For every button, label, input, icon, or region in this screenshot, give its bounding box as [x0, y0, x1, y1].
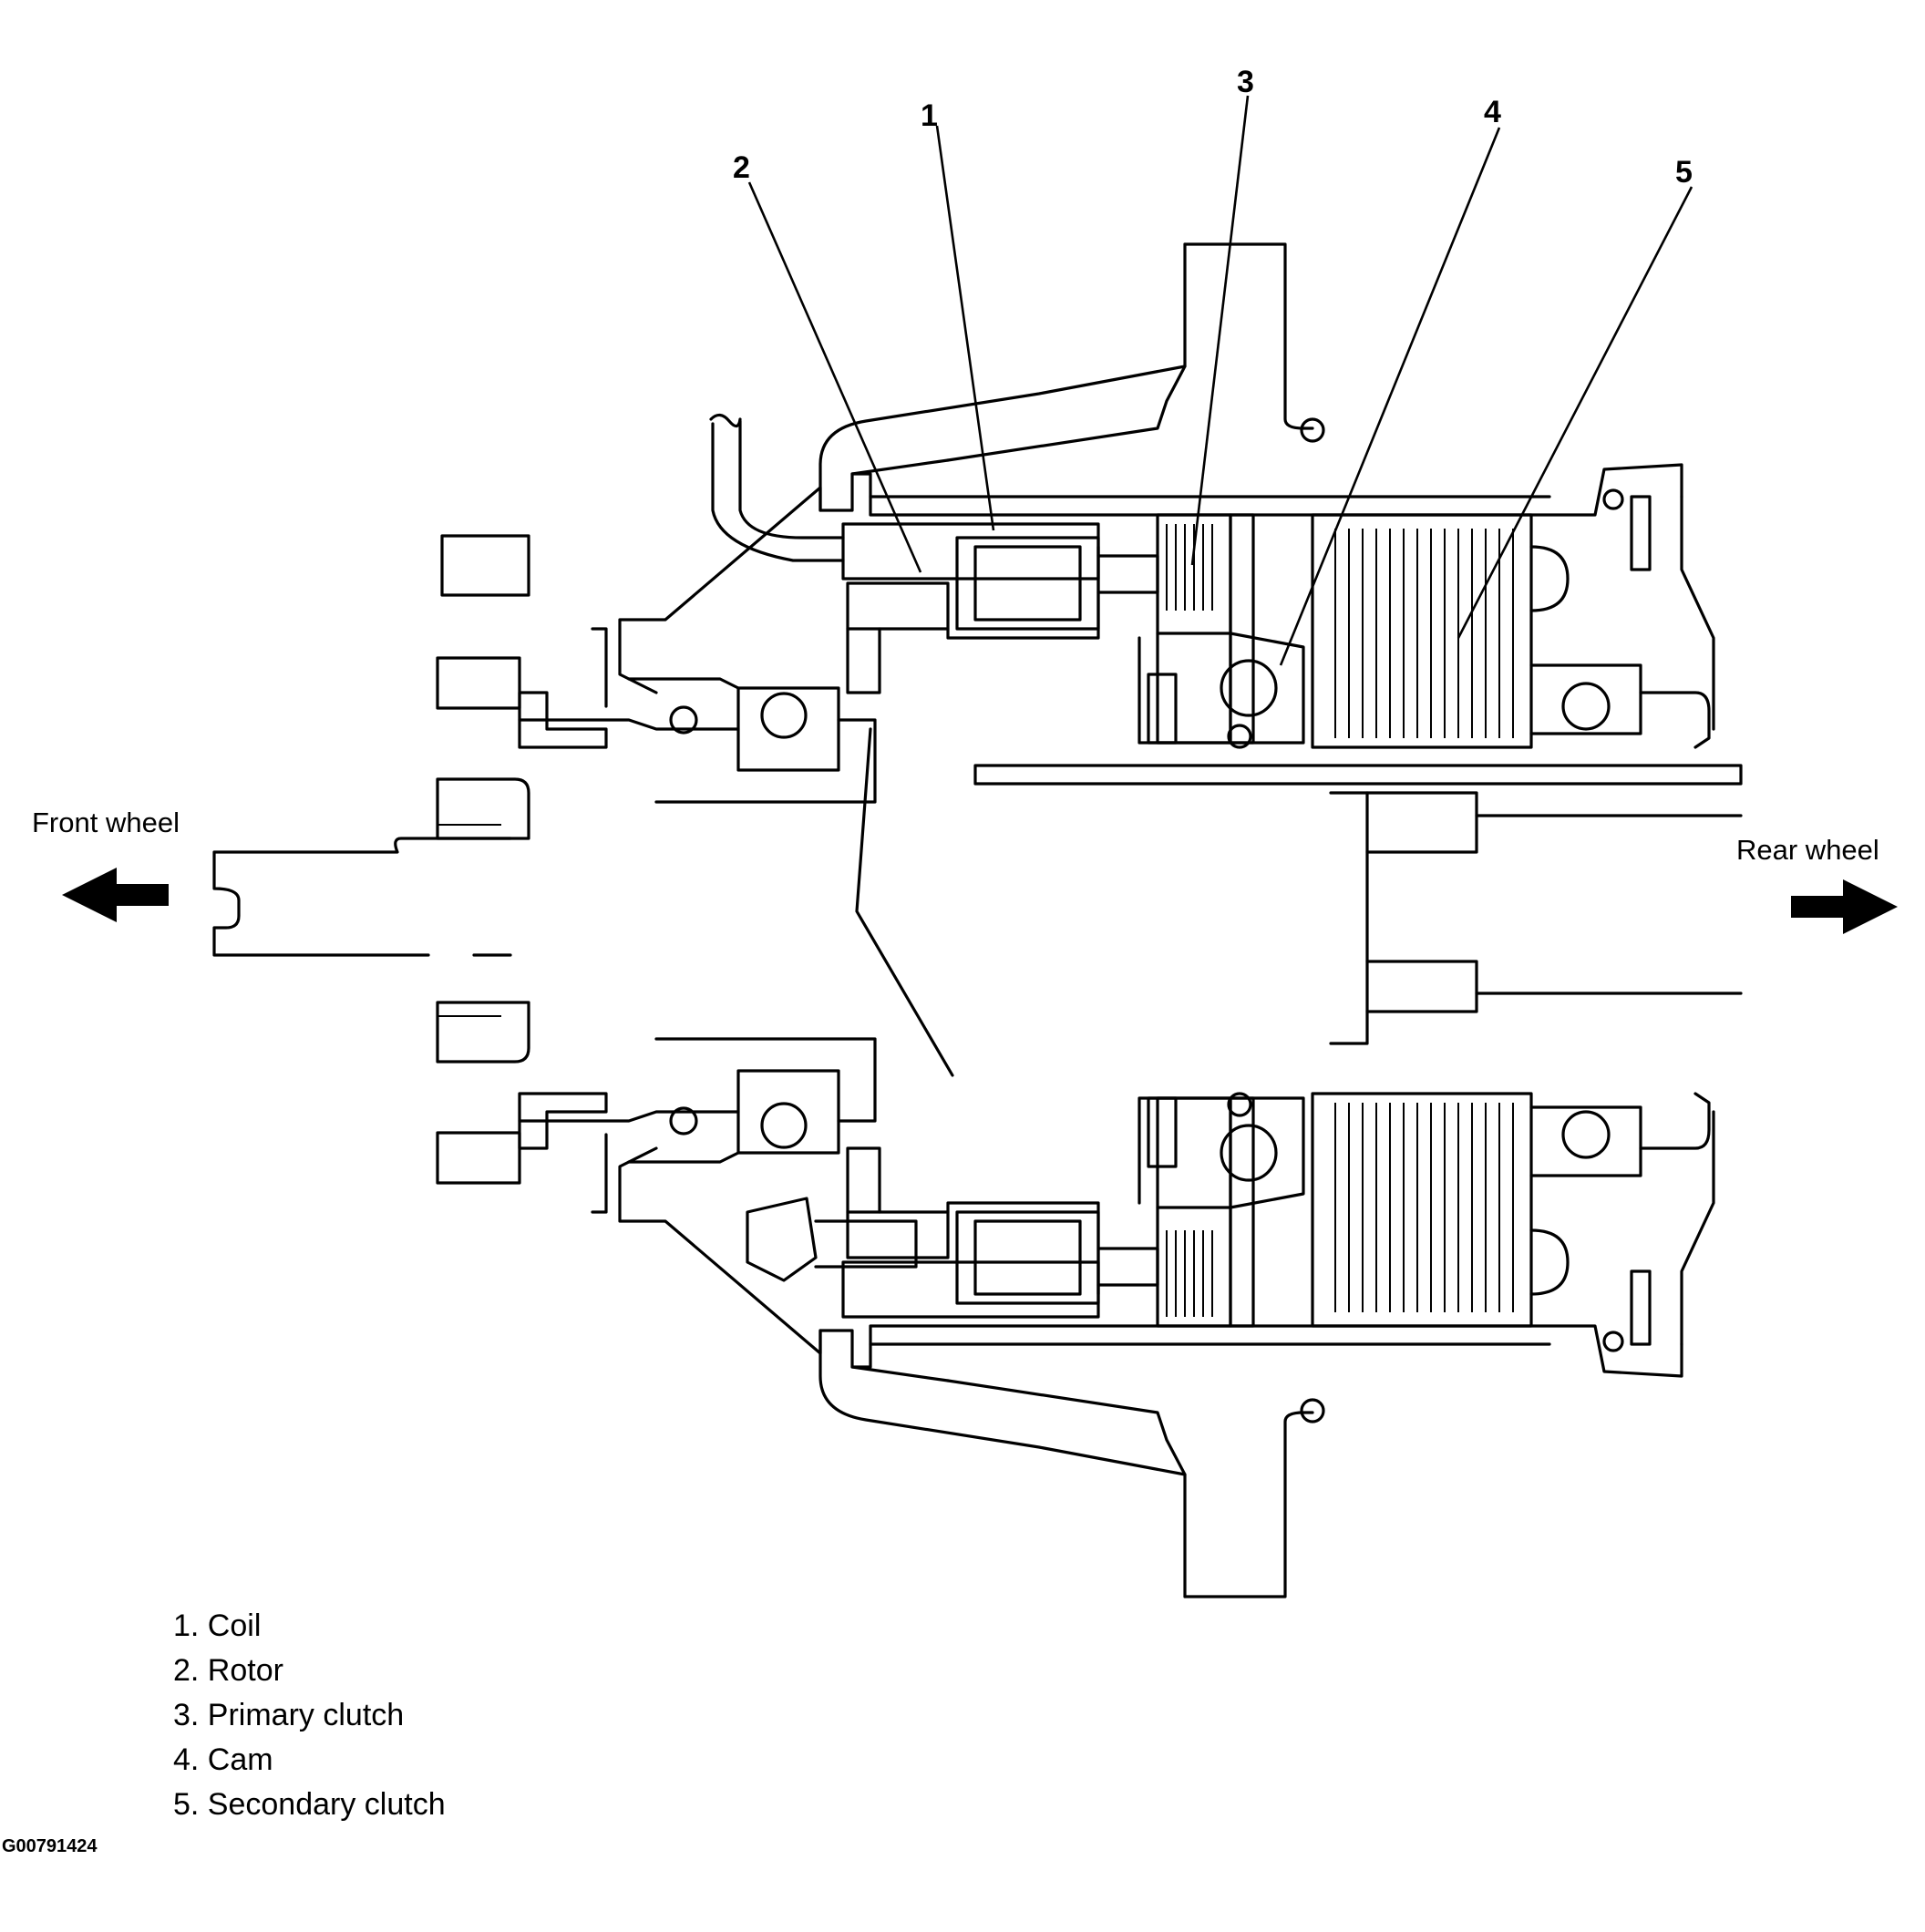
leader-lines — [747, 95, 1693, 666]
legend-item-coil: 1. Coil — [173, 1608, 262, 1643]
upper-cam — [1138, 632, 1305, 749]
upper-coil — [841, 522, 1100, 640]
upper-front-bearing — [436, 627, 877, 804]
lower-housing — [618, 1146, 1683, 1598]
legend-item-secondary-clutch: 5. Secondary clutch — [173, 1787, 446, 1822]
callout-2: 2 — [733, 150, 750, 185]
upper-secondary-clutch — [1311, 488, 1715, 749]
callout-5: 5 — [1675, 155, 1693, 190]
callout-1: 1 — [921, 98, 938, 133]
input-shaft — [212, 727, 954, 1077]
callout-3: 3 — [1237, 65, 1254, 99]
legend-item-cam: 4. Cam — [173, 1742, 273, 1777]
upper-rotor — [846, 554, 1159, 694]
parts-legend: 1. Coil 2. Rotor 3. Primary clutch 4. Ca… — [173, 1604, 446, 1827]
lower-rotor — [846, 1146, 1159, 1287]
rear-wheel-label: Rear wheel — [1736, 834, 1879, 866]
upper-wire-lead — [709, 413, 845, 562]
lower-cam — [1138, 1092, 1305, 1209]
lower-secondary-clutch — [1311, 1092, 1715, 1352]
callout-4: 4 — [1484, 95, 1501, 129]
front-arrow-icon — [62, 868, 169, 922]
upper-primary-clutch — [1156, 513, 1255, 745]
upper-housing — [618, 242, 1683, 694]
lower-boot — [436, 1001, 530, 1064]
lower-primary-clutch — [1156, 1096, 1255, 1328]
front-wheel-label: Front wheel — [32, 807, 180, 838]
output-flange — [973, 764, 1743, 1045]
connector-block — [440, 534, 530, 597]
upper-boot — [436, 777, 530, 840]
legend-item-primary-clutch: 3. Primary clutch — [173, 1698, 405, 1732]
lower-nut — [746, 1197, 918, 1282]
legend-item-rotor: 2. Rotor — [173, 1653, 283, 1688]
lower-front-bearing — [436, 1037, 877, 1214]
rear-arrow-icon — [1791, 879, 1898, 934]
figure-id: G00791424 — [2, 1836, 98, 1856]
